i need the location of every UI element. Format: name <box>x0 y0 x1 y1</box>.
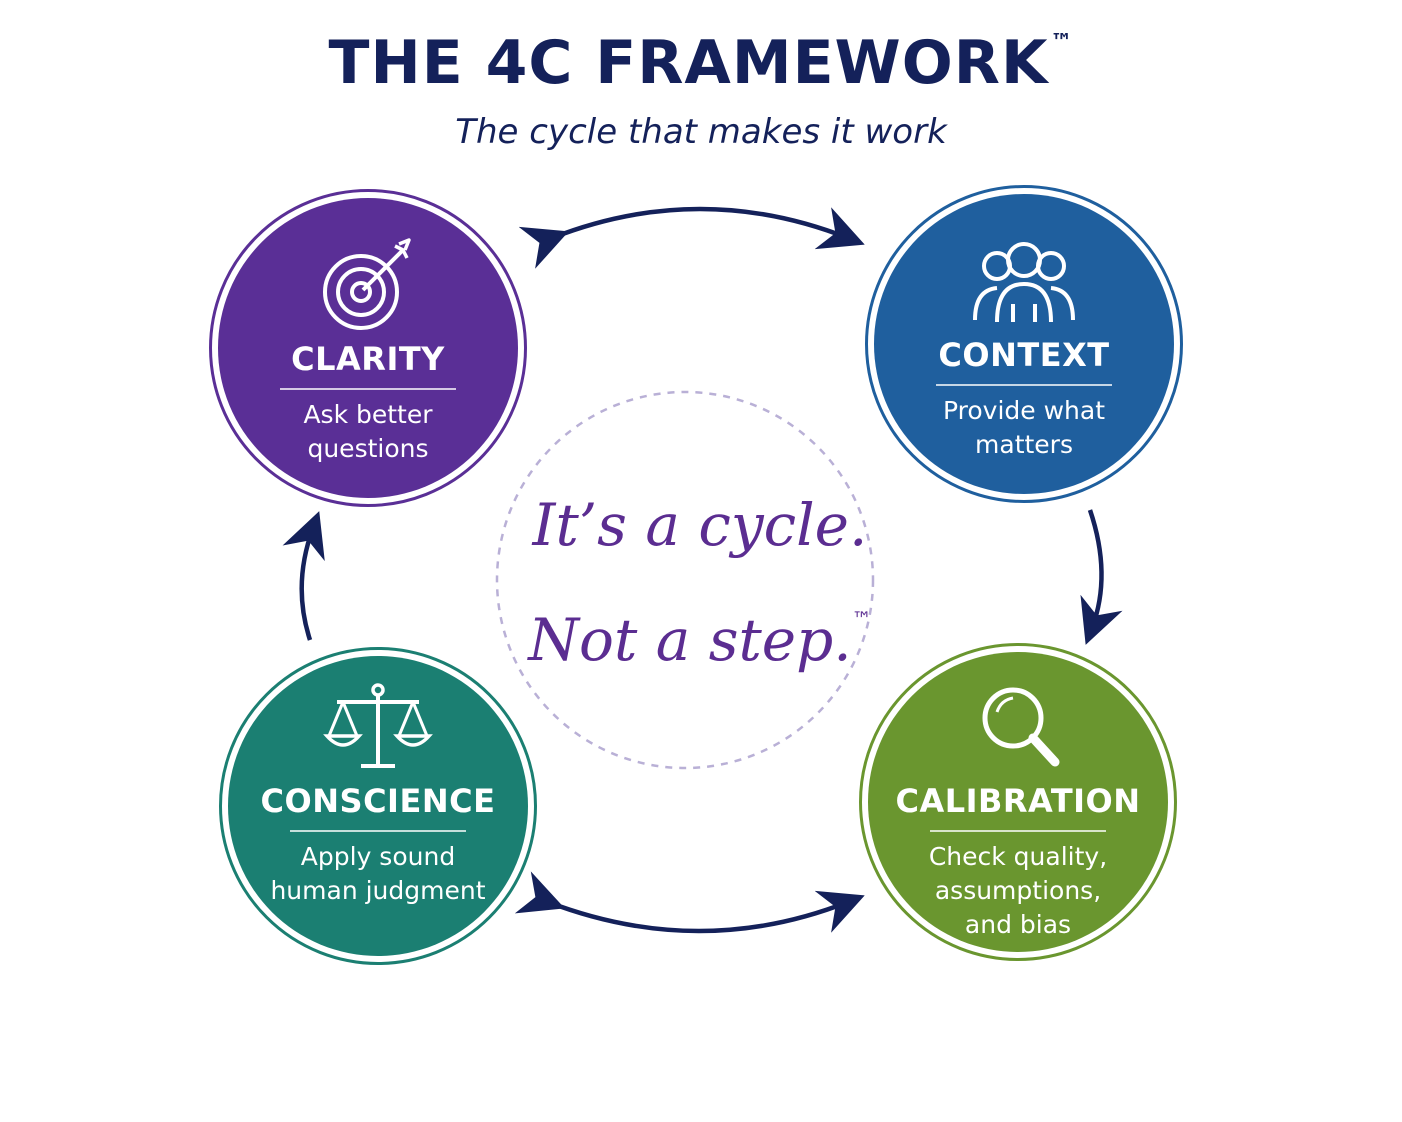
context-node: CONTEXT Provide what matters <box>865 185 1183 503</box>
center-tagline: It’s a cycle. Not a step.™ <box>500 478 900 687</box>
arrow-conscience-clarity <box>282 511 325 641</box>
arrow-conscience-calibration <box>514 871 865 934</box>
tagline-line-2: Not a step.™ <box>500 572 900 687</box>
title-trademark: ™ <box>1050 30 1074 55</box>
clarity-node: CLARITY Ask better questions <box>209 189 527 507</box>
conscience-ring <box>219 647 537 965</box>
tagline-line-2-text: Not a step. <box>528 606 852 674</box>
calibration-ring <box>859 643 1177 961</box>
diagram-title: THE 4C FRAMEWORK™ <box>0 28 1402 98</box>
tagline-line-1: It’s a cycle. <box>532 491 868 559</box>
arrow-context-calibration <box>1080 509 1123 645</box>
calibration-node: CALIBRATION Check quality, assumptions, … <box>859 643 1177 961</box>
dashed-center-circle <box>495 390 875 770</box>
conscience-node: CONSCIENCE Apply sound human judgment <box>219 647 537 965</box>
diagram-subtitle: The cycle that makes it work <box>455 112 947 152</box>
clarity-ring <box>209 189 527 507</box>
tagline-trademark: ™ <box>851 607 872 631</box>
title-text: THE 4C FRAMEWORK <box>328 28 1049 98</box>
arrow-clarity-context <box>518 206 865 269</box>
context-ring <box>865 185 1183 503</box>
